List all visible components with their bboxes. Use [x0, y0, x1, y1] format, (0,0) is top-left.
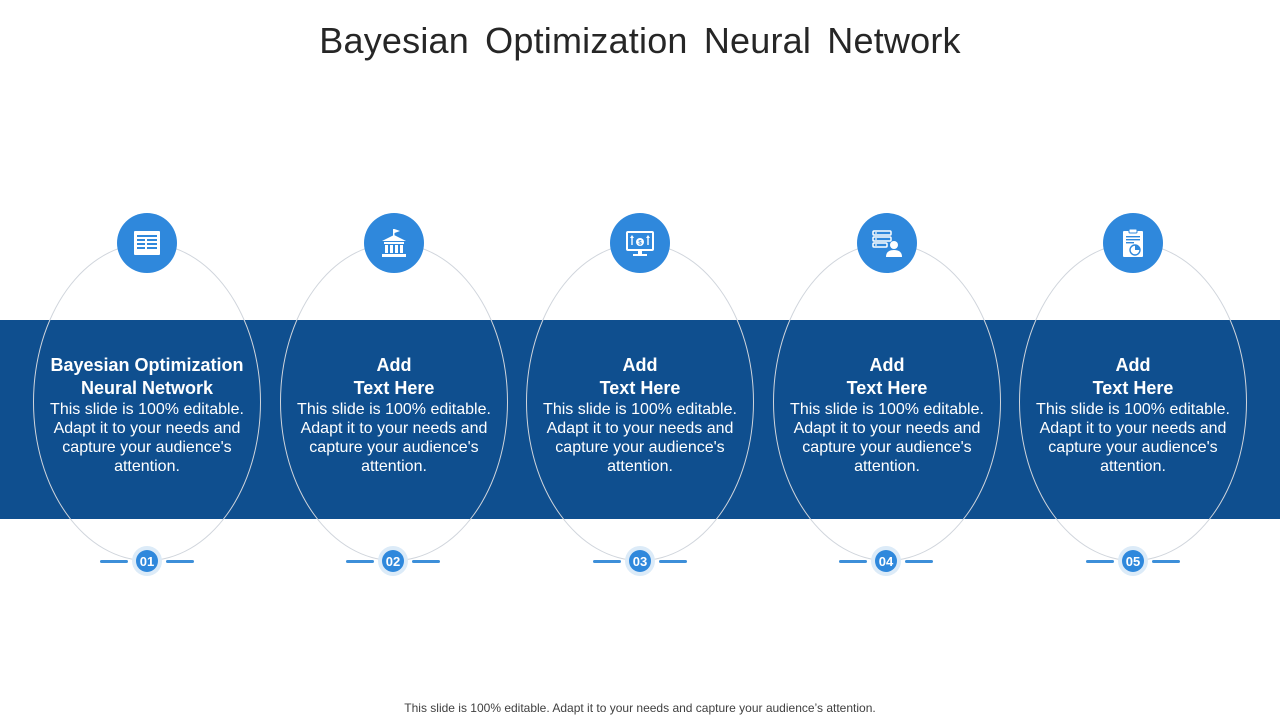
marker-line-left: [1086, 560, 1114, 563]
monitor-dollar-icon-graphic: $: [626, 231, 654, 256]
marker-line-left: [100, 560, 128, 563]
step-number: 02: [382, 550, 404, 572]
step-marker: 02: [346, 546, 440, 576]
server-user-icon: [857, 213, 917, 273]
card-title: Add Text Here: [599, 355, 681, 398]
card-body: This slide is 100% editable. Adapt it to…: [50, 401, 244, 475]
card-text: Add Text Here This slide is 100% editabl…: [777, 354, 997, 476]
step-number: 04: [875, 550, 897, 572]
monitor-dollar-icon: $: [610, 213, 670, 273]
clipboard-chart-icon: [1103, 213, 1163, 273]
step-number: 03: [629, 550, 651, 572]
card-body: This slide is 100% editable. Adapt it to…: [790, 401, 984, 475]
bank-building-icon-graphic: [382, 229, 406, 257]
card-text: Add Text Here This slide is 100% editabl…: [530, 354, 750, 476]
marker-line-right: [1152, 560, 1180, 563]
bank-building-icon: [364, 213, 424, 273]
document-list-icon: [117, 213, 177, 273]
server-user-icon-graphic: [872, 230, 902, 257]
card-body: This slide is 100% editable. Adapt it to…: [1036, 401, 1230, 475]
step-marker: 01: [100, 546, 194, 576]
card-text: Bayesian Optimization Neural Network Thi…: [37, 354, 257, 476]
marker-line-right: [412, 560, 440, 563]
marker-line-right: [659, 560, 687, 563]
clipboard-chart-icon-graphic: [1123, 228, 1143, 257]
card-text: Add Text Here This slide is 100% editabl…: [1023, 354, 1243, 476]
marker-line-right: [166, 560, 194, 563]
step-marker: 04: [839, 546, 933, 576]
marker-line-left: [346, 560, 374, 563]
step-number: 01: [136, 550, 158, 572]
card-body: This slide is 100% editable. Adapt it to…: [297, 401, 491, 475]
step-number: 05: [1122, 550, 1144, 572]
card-title: Bayesian Optimization Neural Network: [50, 355, 244, 398]
card-body: This slide is 100% editable. Adapt it to…: [543, 401, 737, 475]
marker-line-right: [905, 560, 933, 563]
marker-line-left: [593, 560, 621, 563]
card-title: Add Text Here: [846, 355, 928, 398]
step-marker: 03: [593, 546, 687, 576]
marker-line-left: [839, 560, 867, 563]
card-title: Add Text Here: [353, 355, 435, 398]
step-marker: 05: [1086, 546, 1180, 576]
card-text: Add Text Here This slide is 100% editabl…: [284, 354, 504, 476]
slide-title: Bayesian Optimization Neural Network: [319, 20, 961, 61]
card-title: Add Text Here: [1092, 355, 1174, 398]
document-list-icon-graphic: [134, 231, 160, 255]
svg-text:$: $: [638, 241, 642, 247]
footer-note: This slide is 100% editable. Adapt it to…: [404, 701, 876, 715]
